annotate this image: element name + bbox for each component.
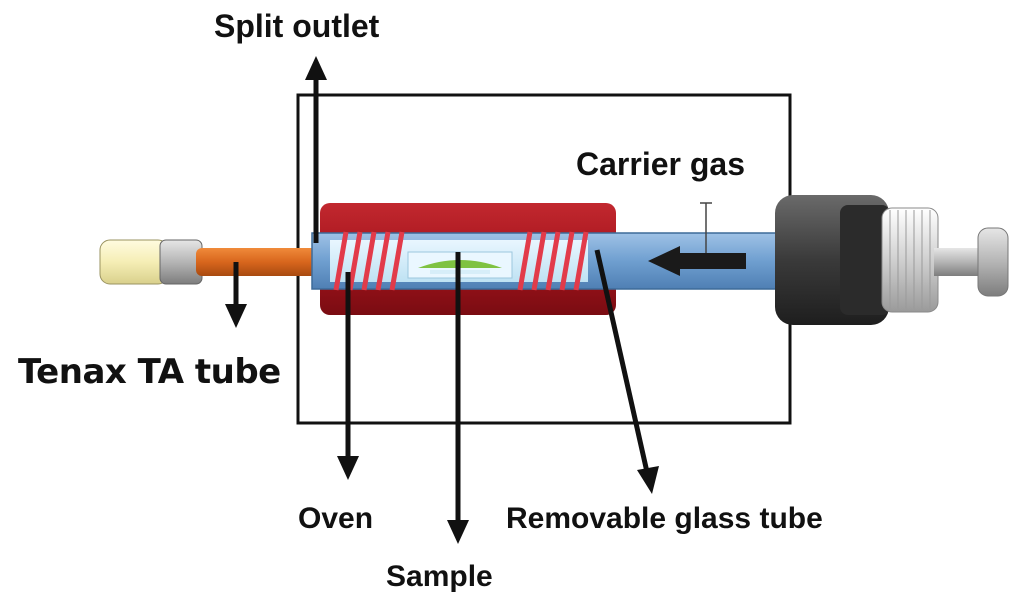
removable-glass-tube-label: Removable glass tube [506,502,823,535]
carrier-gas-label: Carrier gas [576,146,745,182]
oven-pointer-arrow [337,272,359,480]
oven-label: Oven [298,502,374,535]
glass-tube-pointer-arrow [594,249,659,494]
heating-coil [333,231,589,291]
split-outlet-arrow [305,56,327,243]
sample-label: Sample [386,560,493,593]
split-outlet-label: Split outlet [214,8,380,44]
tenax-tube-label: Tenax TA tube [18,352,281,392]
carrier-gas-flow-arrow [648,246,746,276]
tenax-tube-arrow [225,262,247,328]
sample-pointer-arrow [447,252,469,544]
tenax-ta-tube [99,239,320,285]
inlet-fitting [775,195,1009,325]
